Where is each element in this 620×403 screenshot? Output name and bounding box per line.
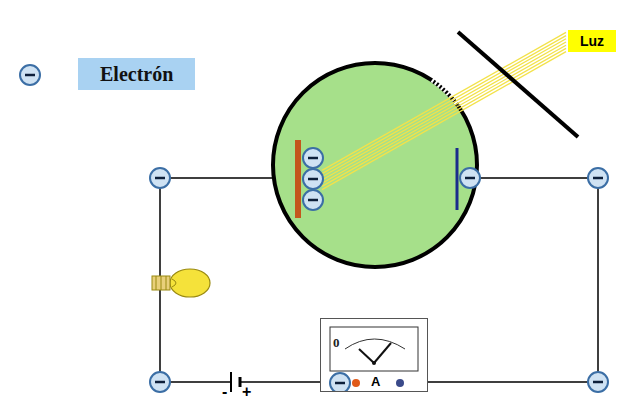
anode-plate bbox=[456, 148, 459, 210]
electron-symbol bbox=[20, 65, 608, 392]
light-ray bbox=[322, 45, 566, 183]
light-beam bbox=[322, 32, 566, 189]
light-ray bbox=[322, 52, 566, 190]
ammeter-letter: A bbox=[371, 374, 380, 389]
ammeter-box: 0A bbox=[320, 318, 428, 392]
light-ray bbox=[322, 42, 566, 180]
light-label-box: Luz bbox=[568, 30, 616, 52]
battery-symbol bbox=[231, 372, 240, 392]
vacuum-tube bbox=[273, 63, 477, 267]
bulb-symbol bbox=[152, 269, 210, 297]
light-filter bbox=[458, 32, 578, 137]
legend-box: Electrón bbox=[78, 58, 195, 90]
dial-zero: 0 bbox=[333, 335, 340, 351]
light-ray bbox=[322, 39, 566, 177]
light-ray bbox=[322, 36, 566, 174]
legend-text: Electrón bbox=[100, 63, 173, 86]
light-ray bbox=[322, 48, 566, 186]
cathode-plate bbox=[295, 140, 301, 218]
battery-sign: - bbox=[222, 383, 227, 401]
battery-sign: + bbox=[242, 383, 251, 401]
light-ray bbox=[322, 32, 566, 170]
light-label: Luz bbox=[580, 33, 604, 49]
